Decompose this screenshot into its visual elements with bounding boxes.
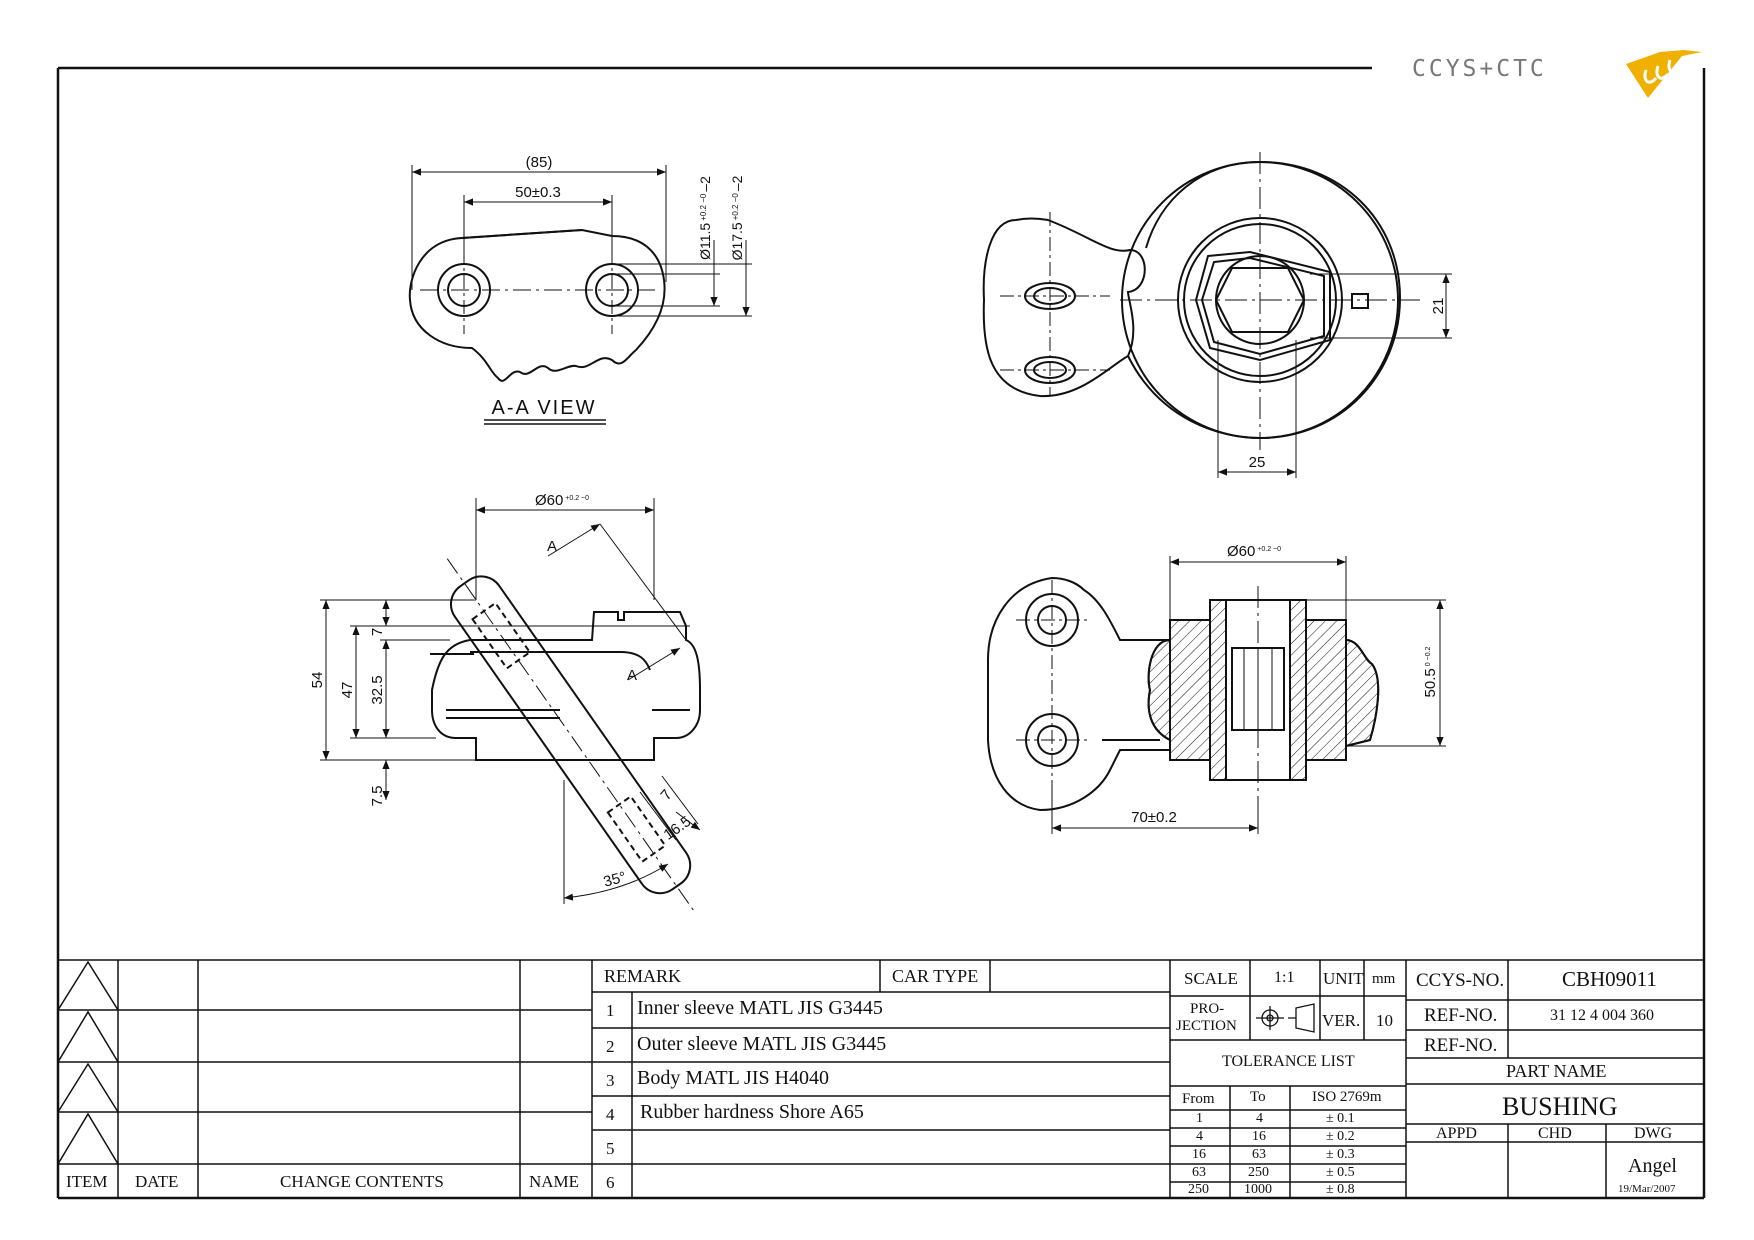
tolerance-row-5-to: 1000	[1244, 1182, 1272, 1197]
ref-no-label-2: REF-NO.	[1424, 1035, 1498, 1056]
scale-label: SCALE	[1184, 969, 1238, 988]
tolerance-header-iso: ISO 2769m	[1312, 1089, 1382, 1105]
aa-view-dimensions	[411, 165, 752, 317]
remark-row-5-no: 5	[606, 1139, 615, 1158]
front-dim-21: 21	[1430, 298, 1447, 315]
remark-row-2-no: 2	[606, 1037, 615, 1056]
version-label: VER.	[1322, 1011, 1361, 1030]
remark-row-1-text: Inner sleeve MATL JIS G3445	[637, 997, 883, 1019]
aa-dim-d175: Ø17.5+0.2 −0–2	[729, 175, 745, 260]
remark-header: REMARK	[604, 966, 682, 986]
tolerance-row-3-from: 16	[1192, 1147, 1206, 1162]
aa-dim-d115: Ø11.5+0.2 −0–2	[697, 176, 713, 260]
side-dim-32-5: 32.5	[369, 675, 386, 704]
aa-view-label: A-A VIEW	[492, 397, 597, 419]
tolerance-row-1-from: 1	[1196, 1111, 1203, 1126]
part-name-label: PART NAME	[1506, 1061, 1607, 1081]
revision-header-name: NAME	[529, 1172, 580, 1191]
tolerance-row-4-tol: ± 0.5	[1326, 1165, 1355, 1180]
tolerance-header-to: To	[1250, 1089, 1266, 1105]
section-dim-50-5: 50.50 −0.2	[1422, 646, 1439, 697]
unit-label: UNIT	[1323, 969, 1364, 988]
tolerance-row-5-from: 250	[1188, 1182, 1209, 1197]
tolerance-list-title: TOLERANCE LIST	[1222, 1053, 1355, 1070]
tolerance-row-2-to: 16	[1252, 1129, 1266, 1144]
company-logo: CCYS+CTC	[1412, 48, 1712, 100]
side-dim-7-5: 7.5	[369, 786, 386, 807]
side-dim-d60: Ø60+0.2 −0	[535, 492, 589, 509]
ccys-no-value: CBH09011	[1562, 967, 1657, 991]
section-mark-a-bottom: A	[627, 667, 637, 684]
aa-dim-85: (85)	[526, 154, 553, 171]
appd-label: APPD	[1436, 1125, 1477, 1142]
remark-row-3-no: 3	[606, 1071, 615, 1090]
side-dim-47: 47	[339, 682, 356, 699]
section-dim-70: 70±0.2	[1131, 809, 1177, 826]
front-view	[982, 152, 1420, 450]
tolerance-row-2-tol: ± 0.2	[1326, 1129, 1355, 1144]
unit-value: mm	[1372, 971, 1396, 987]
logo-emblem-icon	[1626, 50, 1702, 98]
remark-row-2-text: Outer sleeve MATL JIS G3445	[637, 1033, 887, 1055]
logo-text: CCYS+CTC	[1412, 56, 1547, 82]
projection-label-line1: PRO-	[1190, 1001, 1225, 1017]
part-name-value: BUSHING	[1502, 1092, 1618, 1121]
version-value: 10	[1376, 1011, 1393, 1030]
revision-header-date: DATE	[135, 1172, 179, 1191]
ccys-no-label: CCYS-NO.	[1416, 970, 1505, 991]
tolerance-row-1-to: 4	[1256, 1111, 1263, 1126]
section-view-dimensions	[1051, 556, 1446, 834]
dwg-name: Angel	[1628, 1155, 1677, 1177]
chd-label: CHD	[1538, 1125, 1572, 1142]
tolerance-row-4-from: 63	[1192, 1165, 1206, 1180]
tolerance-row-4-to: 250	[1248, 1165, 1269, 1180]
section-dim-d60: Ø60+0.2 −0	[1227, 543, 1281, 560]
section-mark-a-top: A	[547, 538, 557, 555]
side-dim-54: 54	[309, 672, 326, 689]
tolerance-row-3-tol: ± 0.3	[1326, 1147, 1355, 1162]
aa-dim-50: 50±0.3	[515, 184, 561, 201]
revision-header-change-contents: CHANGE CONTENTS	[280, 1172, 444, 1191]
scale-value: 1:1	[1274, 969, 1295, 986]
revision-header-item: ITEM	[66, 1172, 108, 1191]
car-type-label: CAR TYPE	[892, 966, 979, 986]
tolerance-header-from: From	[1182, 1091, 1215, 1107]
remark-row-3-text: Body MATL JIS H4040	[637, 1067, 830, 1089]
side-dim-angle-35: 35°	[602, 869, 628, 891]
remark-row-4-no: 4	[606, 1105, 615, 1124]
projection-symbol-icon	[1256, 1003, 1315, 1033]
tolerance-row-3-to: 63	[1252, 1147, 1266, 1162]
side-dim-7-top: 7	[369, 628, 386, 636]
remark-row-1-no: 1	[606, 1001, 615, 1020]
title-block-grid	[57, 959, 1704, 1198]
side-dim-7-bottom: 7	[657, 786, 675, 803]
front-dim-25: 25	[1249, 454, 1266, 471]
remark-row-6-no: 6	[606, 1173, 615, 1192]
projection-label-line2: JECTION	[1176, 1018, 1237, 1034]
aa-view	[408, 228, 666, 382]
side-view-dimensions	[320, 498, 701, 904]
ref-no-label-1: REF-NO.	[1424, 1005, 1498, 1026]
remark-row-4-text: Rubber hardness Shore A65	[640, 1101, 864, 1123]
dwg-date: 19/Mar/2007	[1618, 1183, 1676, 1195]
dwg-label: DWG	[1634, 1125, 1673, 1142]
tolerance-row-2-from: 4	[1196, 1129, 1203, 1144]
ref-no-value-1: 31 12 4 004 360	[1550, 1007, 1654, 1024]
tolerance-row-1-tol: ± 0.1	[1326, 1111, 1355, 1126]
side-view	[430, 558, 701, 912]
tolerance-row-5-tol: ± 0.8	[1326, 1182, 1355, 1197]
section-view	[987, 576, 1380, 812]
front-view-dimensions	[1217, 273, 1452, 478]
